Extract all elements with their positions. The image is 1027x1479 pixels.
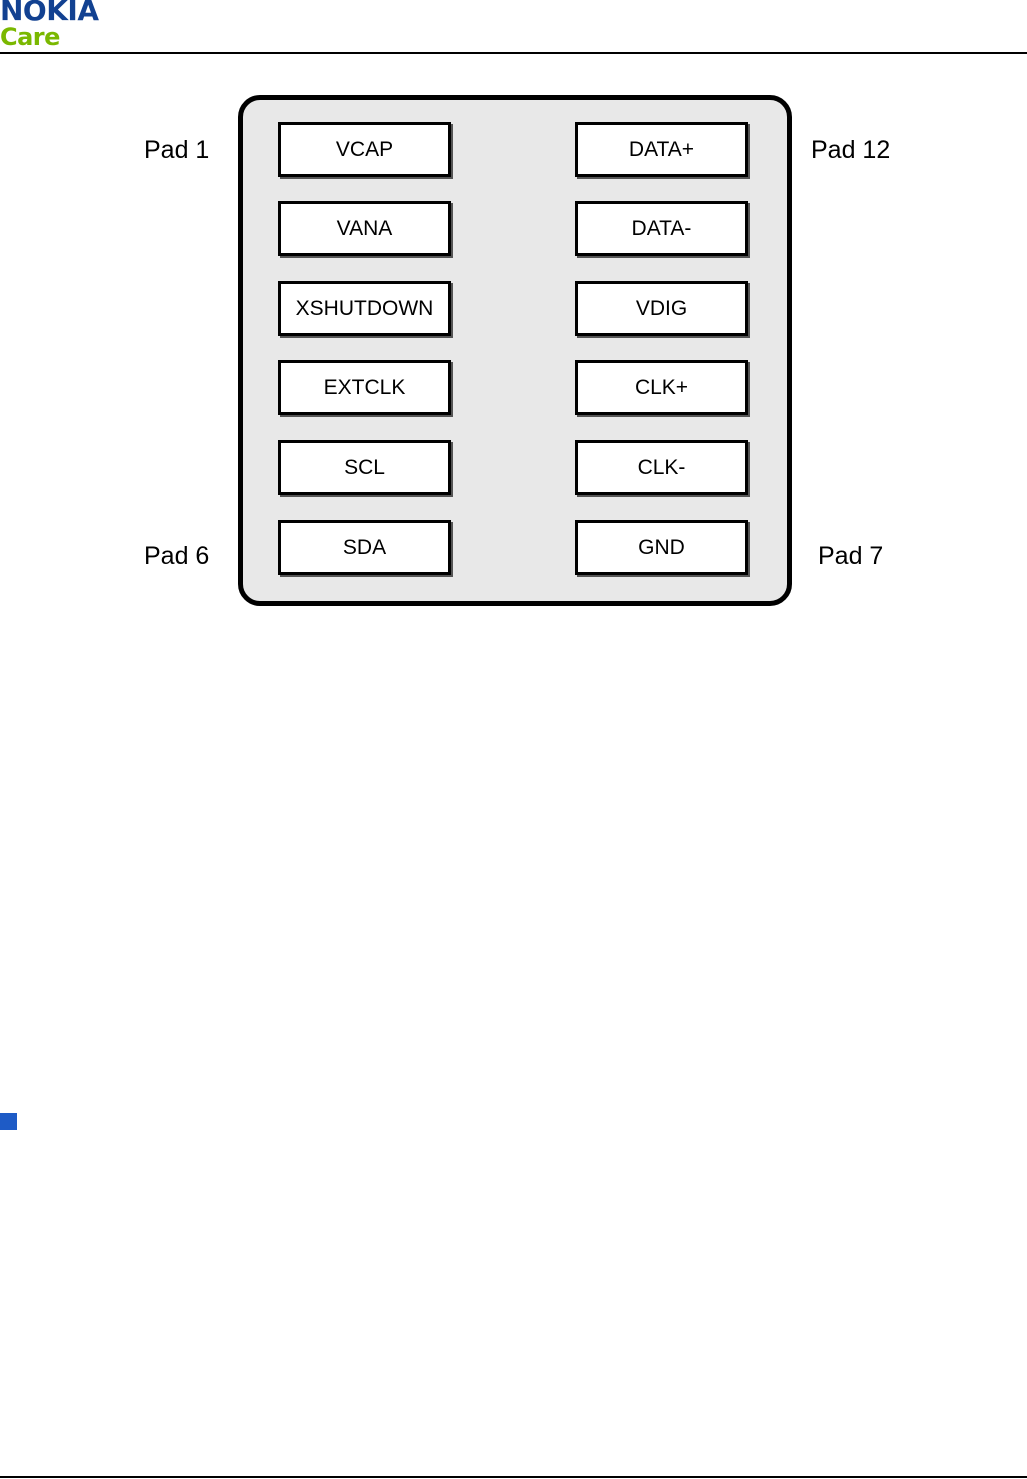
section-bullet-icon (0, 1113, 17, 1130)
label-pad-12: Pad 12 (811, 136, 891, 164)
label-pad-6: Pad 6 (144, 542, 210, 570)
logo-sub-text: Care (0, 23, 60, 51)
pad-clk-plus: CLK+ (575, 360, 748, 415)
header-divider (0, 52, 1027, 54)
nokia-care-logo: NOKIA Care (0, 0, 140, 52)
pad-extclk: EXTCLK (278, 360, 451, 415)
pad-vcap: VCAP (278, 122, 451, 177)
pad-vana: VANA (278, 201, 451, 256)
pad-xshutdown: XSHUTDOWN (278, 281, 451, 336)
pad-vdig: VDIG (575, 281, 748, 336)
pad-clk-minus: CLK- (575, 440, 748, 495)
pad-data-minus: DATA- (575, 201, 748, 256)
logo-brand-text: NOKIA (0, 0, 99, 27)
pad-gnd: GND (575, 520, 748, 575)
footer-divider (0, 1476, 1027, 1478)
label-pad-7: Pad 7 (818, 542, 884, 570)
pad-data-plus: DATA+ (575, 122, 748, 177)
pad-sda: SDA (278, 520, 451, 575)
label-pad-1: Pad 1 (144, 136, 210, 164)
pad-scl: SCL (278, 440, 451, 495)
